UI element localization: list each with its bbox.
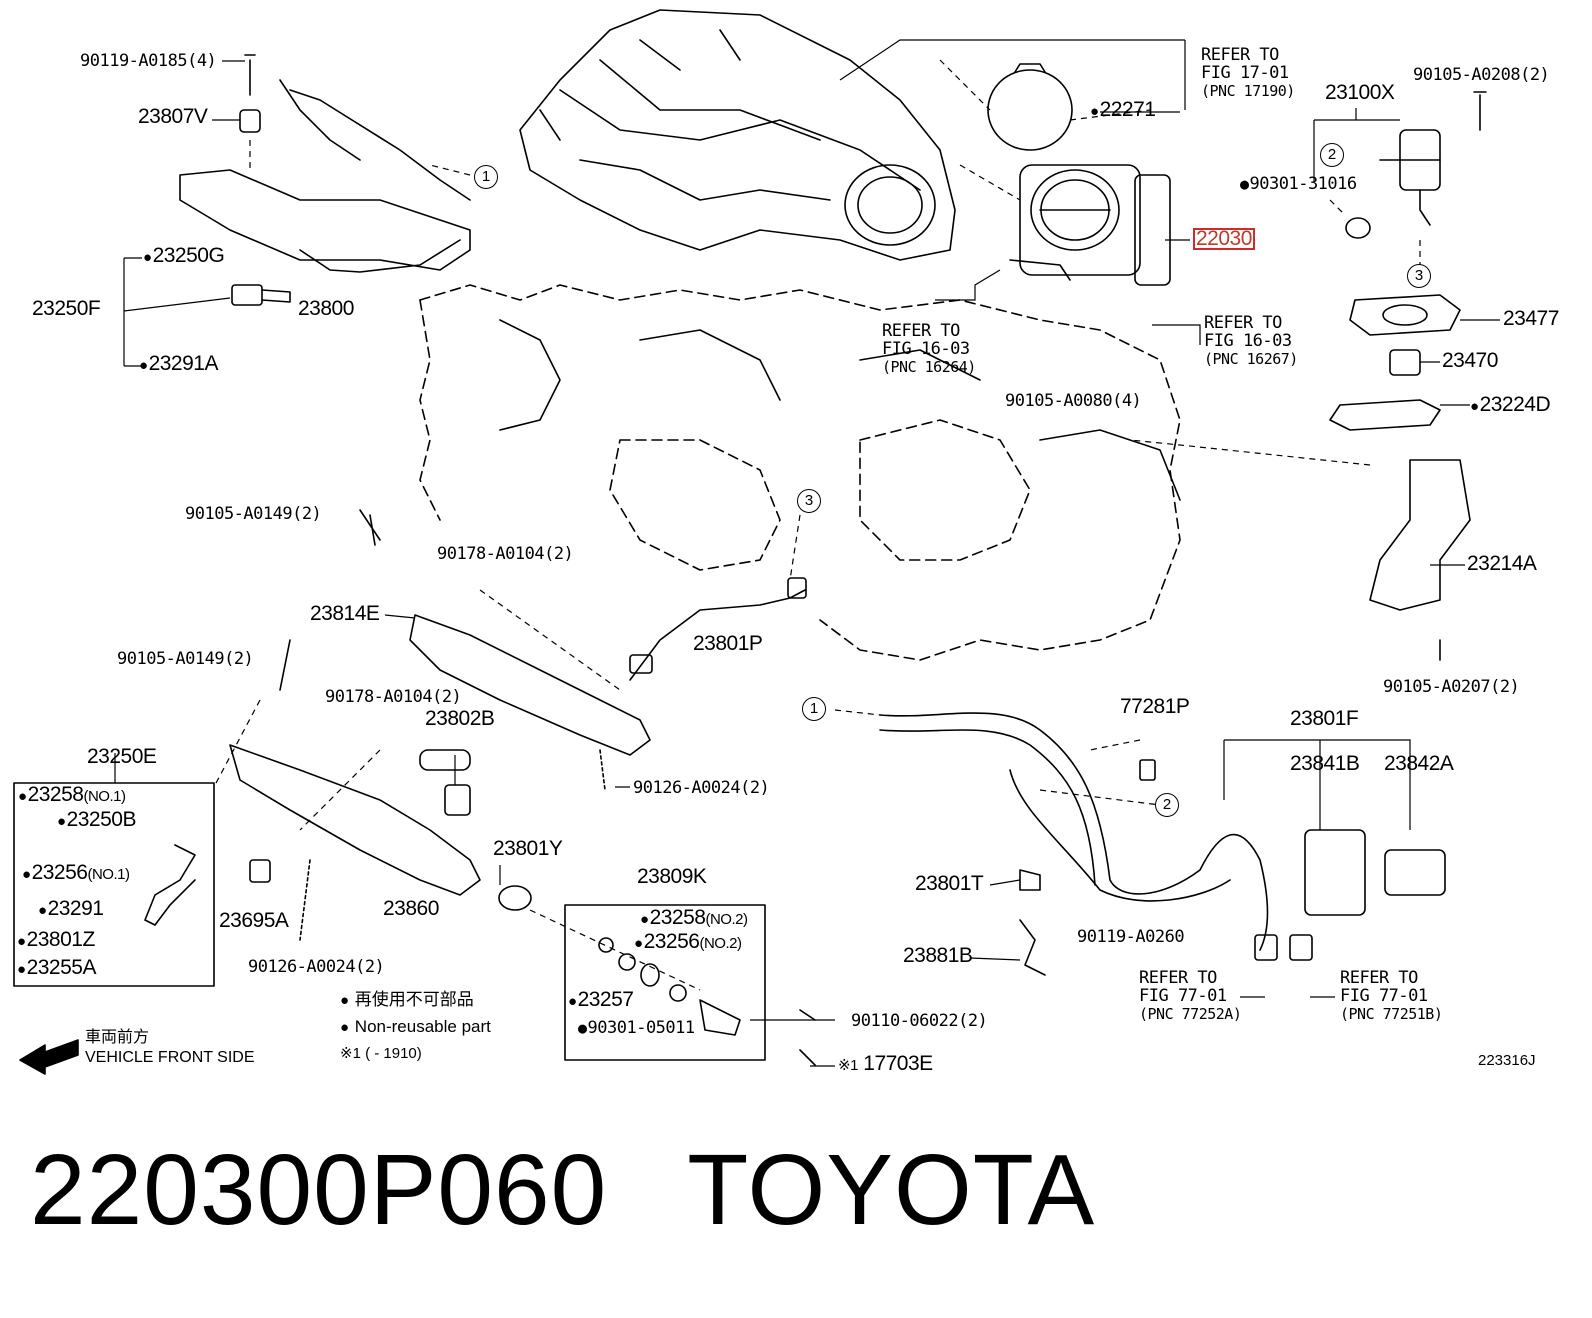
- label-23807V: 23807V: [138, 105, 208, 128]
- footer-title: 220300P060 TOYOTA: [30, 1135, 1175, 1245]
- label-23695A: 23695A: [219, 909, 289, 932]
- gasket-23801Y: [498, 885, 532, 911]
- clip-23801T: [1019, 869, 1041, 891]
- footer-brand: TOYOTA: [687, 1134, 1096, 1246]
- label-22030-highlighted[interactable]: 22030: [1193, 228, 1255, 250]
- label-23250F: 23250F: [32, 297, 101, 320]
- clamp-23695A: [249, 859, 271, 883]
- label-90178-A0104-upper: 90178-A0104(2): [437, 544, 574, 564]
- label-23477: 23477: [1503, 307, 1559, 330]
- label-23224D: 23224D: [1470, 394, 1551, 416]
- label-23100X: 23100X: [1325, 81, 1395, 104]
- callout-3-top: 3: [1407, 264, 1431, 288]
- label-23801Z: 23801Z: [17, 929, 96, 951]
- seal-kit-box: [564, 904, 766, 1061]
- label-90110-06022: 90110-06022(2): [851, 1011, 988, 1031]
- label-23801F: 23801F: [1290, 707, 1359, 730]
- intake-manifold-drawing: [519, 9, 956, 261]
- label-23250G: 23250G: [143, 245, 225, 267]
- label-90301-31016: 90301-31016: [1240, 175, 1358, 193]
- vehicle-front-label: 車両前方 VEHICLE FRONT SIDE: [85, 1029, 255, 1066]
- label-23842A: 23842A: [1384, 752, 1454, 775]
- fuel-rail-23814E: [359, 509, 807, 756]
- clamp-77281P: [1139, 759, 1156, 781]
- seal-90301-31016: [1345, 217, 1371, 239]
- bracket-23881B: [1019, 919, 1046, 976]
- label-23256-no1: 23256(NO.1): [22, 862, 130, 884]
- callout-3-middle: 3: [797, 489, 821, 513]
- legend: 再使用不可部品 Non-reusable part ※1 ( - 1910): [340, 987, 491, 1067]
- cover-23842A: [1384, 849, 1446, 896]
- label-23801Y: 23801Y: [493, 837, 563, 860]
- bullet-icon: [340, 990, 350, 1009]
- label-90105-A0207: 90105-A0207(2): [1383, 677, 1520, 697]
- diagram-id: 223316J: [1478, 1052, 1536, 1069]
- engine-outline: [419, 284, 1181, 661]
- bracket-23214A: [1369, 459, 1471, 611]
- label-22271: 22271: [1090, 99, 1156, 121]
- label-23214A: 23214A: [1467, 552, 1537, 575]
- label-23801P: 23801P: [693, 632, 763, 655]
- clamp-23841B: [1304, 829, 1366, 916]
- label-90105-A0208: 90105-A0208(2): [1413, 65, 1550, 85]
- label-90105-A0080: 90105-A0080(4): [1005, 391, 1142, 411]
- label-23470: 23470: [1442, 349, 1498, 372]
- label-23291A: 23291A: [139, 353, 219, 375]
- label-23258-no2: 23258(NO.2): [640, 907, 748, 929]
- label-90105-A0149-upper: 90105-A0149(2): [185, 504, 322, 524]
- injector-kit-box: [13, 782, 215, 987]
- fuel-rail-23800: [179, 54, 471, 273]
- label-90178-A0104-lower: 90178-A0104(2): [325, 687, 462, 707]
- label-90105-A0149-lower: 90105-A0149(2): [117, 649, 254, 669]
- label-23881B: 23881B: [903, 944, 973, 967]
- label-77281P: 77281P: [1120, 695, 1190, 718]
- label-23802B: 23802B: [425, 707, 495, 730]
- callout-2-bottom: 2: [1155, 793, 1179, 817]
- footer-part-number: 220300P060: [30, 1134, 608, 1246]
- label-23258-no1: 23258(NO.1): [18, 784, 126, 806]
- insulator-23470: [1389, 349, 1421, 376]
- pump-23100X: [1379, 91, 1487, 226]
- label-90126-A0024-right: 90126-A0024(2): [633, 778, 770, 798]
- label-23291: 23291: [38, 898, 104, 920]
- callout-2-top: 2: [1320, 143, 1344, 167]
- callout-1-top: 1: [474, 165, 498, 189]
- fuel-hose-23801F: [879, 712, 1313, 961]
- engine-details: [499, 319, 1181, 501]
- label-23801T: 23801T: [915, 872, 984, 895]
- label-23800: 23800: [298, 297, 354, 320]
- callout-1-bottom: 1: [802, 697, 826, 721]
- label-23250B: 23250B: [57, 809, 137, 831]
- label-23256-no2: 23256(NO.2): [634, 931, 742, 953]
- gasket-23224D: [1329, 399, 1441, 431]
- gasket-23477: [1349, 294, 1461, 336]
- bullet-icon: [340, 1017, 350, 1036]
- throttle-body-drawing: [1009, 164, 1171, 286]
- label-23809K: 23809K: [637, 865, 707, 888]
- gasket-22271: [987, 69, 1073, 151]
- label-90301-05011: 90301-05011: [578, 1019, 696, 1037]
- label-23250E: 23250E: [87, 745, 157, 768]
- label-90119-A0185: 90119-A0185(4): [80, 51, 217, 71]
- label-23860: 23860: [383, 897, 439, 920]
- label-17703E: ※1 17703E: [838, 1052, 933, 1075]
- label-23257: 23257: [568, 989, 634, 1011]
- fuel-rail-23860: [229, 639, 606, 941]
- label-23255A: 23255A: [17, 957, 97, 979]
- vehicle-front-arrow: [19, 1039, 79, 1075]
- label-90126-A0024-left: 90126-A0024(2): [248, 957, 385, 977]
- label-23814E: 23814E: [310, 602, 380, 625]
- label-90119-A0260: 90119-A0260: [1077, 927, 1185, 947]
- label-23841B: 23841B: [1290, 752, 1360, 775]
